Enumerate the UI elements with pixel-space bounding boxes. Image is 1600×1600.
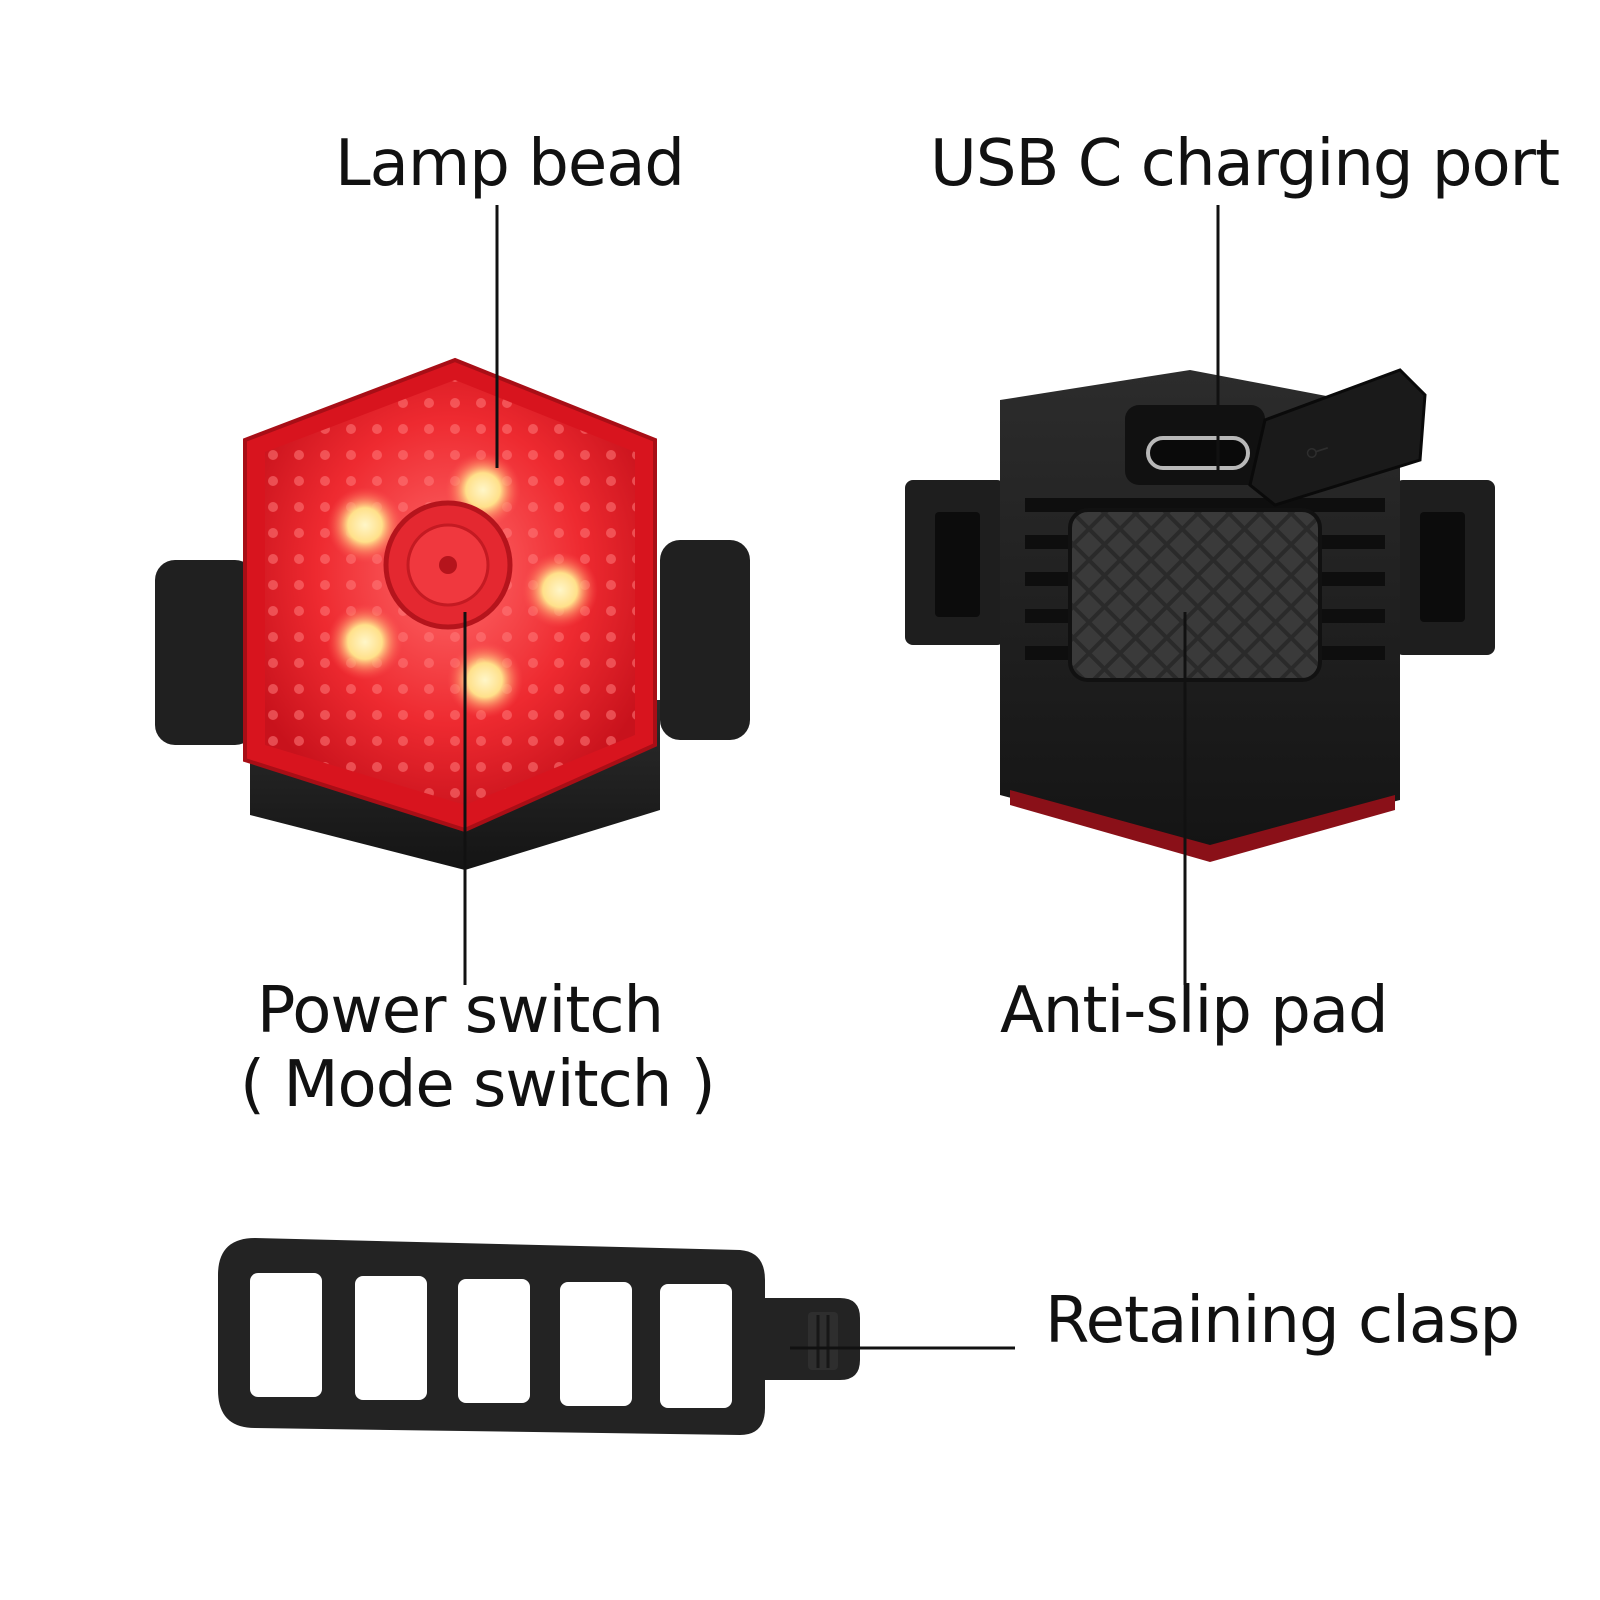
power-switch-button[interactable] xyxy=(383,500,513,630)
power-switch-label-line1: Power switch xyxy=(256,974,664,1048)
usb-port-label: USB C charging port xyxy=(930,127,1560,201)
retaining-clasp[interactable] xyxy=(808,1312,838,1370)
retaining-clasp-strap xyxy=(218,1238,860,1435)
left-rubber-mount xyxy=(155,560,255,745)
power-switch-label-line2: ( Mode switch ) xyxy=(240,1047,716,1122)
usb-rubber-flap xyxy=(1248,368,1427,507)
tail-light-front xyxy=(155,357,750,870)
lamp-bead-label: Lamp bead xyxy=(335,127,685,201)
tail-light-back: ⟜ xyxy=(905,368,1495,862)
leader-lines xyxy=(463,205,1220,1350)
anti-slip-pad-label: Anti-slip pad xyxy=(1000,974,1389,1048)
right-rubber-mount xyxy=(660,540,750,740)
anti-slip-pad xyxy=(1068,508,1322,682)
retaining-clasp-label: Retaining clasp xyxy=(1045,1284,1520,1358)
power-switch-label: Power switch ( Mode switch ) xyxy=(240,974,716,1122)
